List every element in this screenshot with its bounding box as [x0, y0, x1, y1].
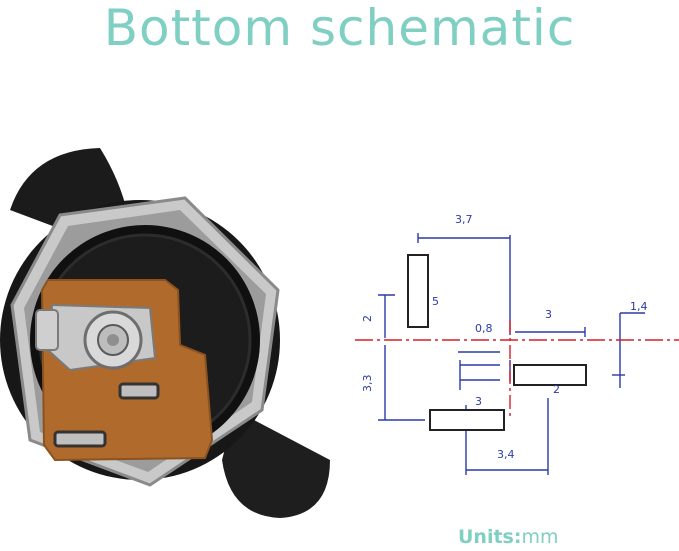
page-title: Bottom schematic	[103, 0, 576, 57]
dim-3-bottom: 3	[475, 395, 482, 408]
dim-2-pin: 2	[553, 383, 560, 396]
bottom-tab	[222, 410, 330, 518]
dim-0-8: 0,8	[475, 322, 493, 335]
pin-slot-upper	[118, 382, 160, 400]
units-label: Units:mm	[458, 526, 559, 548]
dim-3-3: 3,3	[361, 375, 374, 393]
dim-2: 2	[361, 315, 374, 322]
dim-3-top: 3	[545, 308, 552, 321]
dim-1-4: 1,4	[630, 300, 648, 313]
dim-3-7: 3,7	[455, 213, 473, 226]
units-value: mm	[521, 526, 559, 548]
pin-3	[429, 409, 505, 431]
pin-5	[407, 254, 429, 328]
dimension-schematic: 3,7 5 0,8 3 1,4 2 3 3,4 2 3,3	[355, 213, 679, 475]
connector-photo	[0, 148, 330, 518]
units-key: Units:	[458, 526, 522, 548]
dim-5: 5	[432, 295, 439, 308]
dim-3-4: 3,4	[497, 448, 515, 461]
pin-2	[513, 364, 587, 386]
pin-slot-lower	[53, 430, 107, 448]
